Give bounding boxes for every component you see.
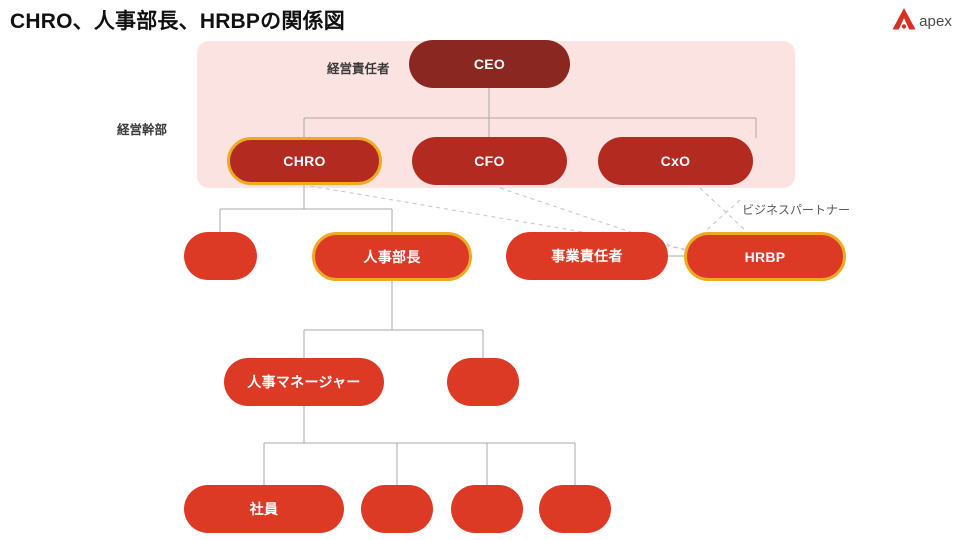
page-title: CHRO、人事部長、HRBPの関係図	[10, 10, 345, 33]
node-hr-director[interactable]: 人事部長	[312, 232, 472, 281]
apex-a-logo-icon	[891, 7, 917, 36]
label-executive-leader: 経営責任者	[327, 62, 390, 76]
node-employee-4[interactable]	[539, 485, 611, 533]
node-cfo[interactable]: CFO	[412, 137, 567, 185]
node-hr-manager-peer[interactable]	[447, 358, 519, 406]
brand-name: apex	[919, 12, 952, 30]
label-executive-team: 経営幹部	[117, 123, 168, 137]
node-employee[interactable]: 社員	[184, 485, 344, 533]
node-employee-3[interactable]	[451, 485, 523, 533]
edge-cxo-hrbp-dashed	[699, 187, 746, 231]
edge-bp-label-leader	[699, 199, 741, 237]
brand-logo: apex	[891, 6, 952, 36]
node-hrbp[interactable]: HRBP	[684, 232, 846, 281]
label-business-partner: ビジネスパートナー	[742, 203, 851, 217]
node-employee-2[interactable]	[361, 485, 433, 533]
node-chro[interactable]: CHRO	[227, 137, 382, 185]
node-ceo[interactable]: CEO	[409, 40, 570, 88]
node-hr-manager[interactable]: 人事マネージャー	[224, 358, 384, 406]
node-cxo[interactable]: CxO	[598, 137, 753, 185]
node-business-owner[interactable]: 事業責任者	[506, 232, 668, 280]
node-hr-peer-1[interactable]	[184, 232, 257, 280]
